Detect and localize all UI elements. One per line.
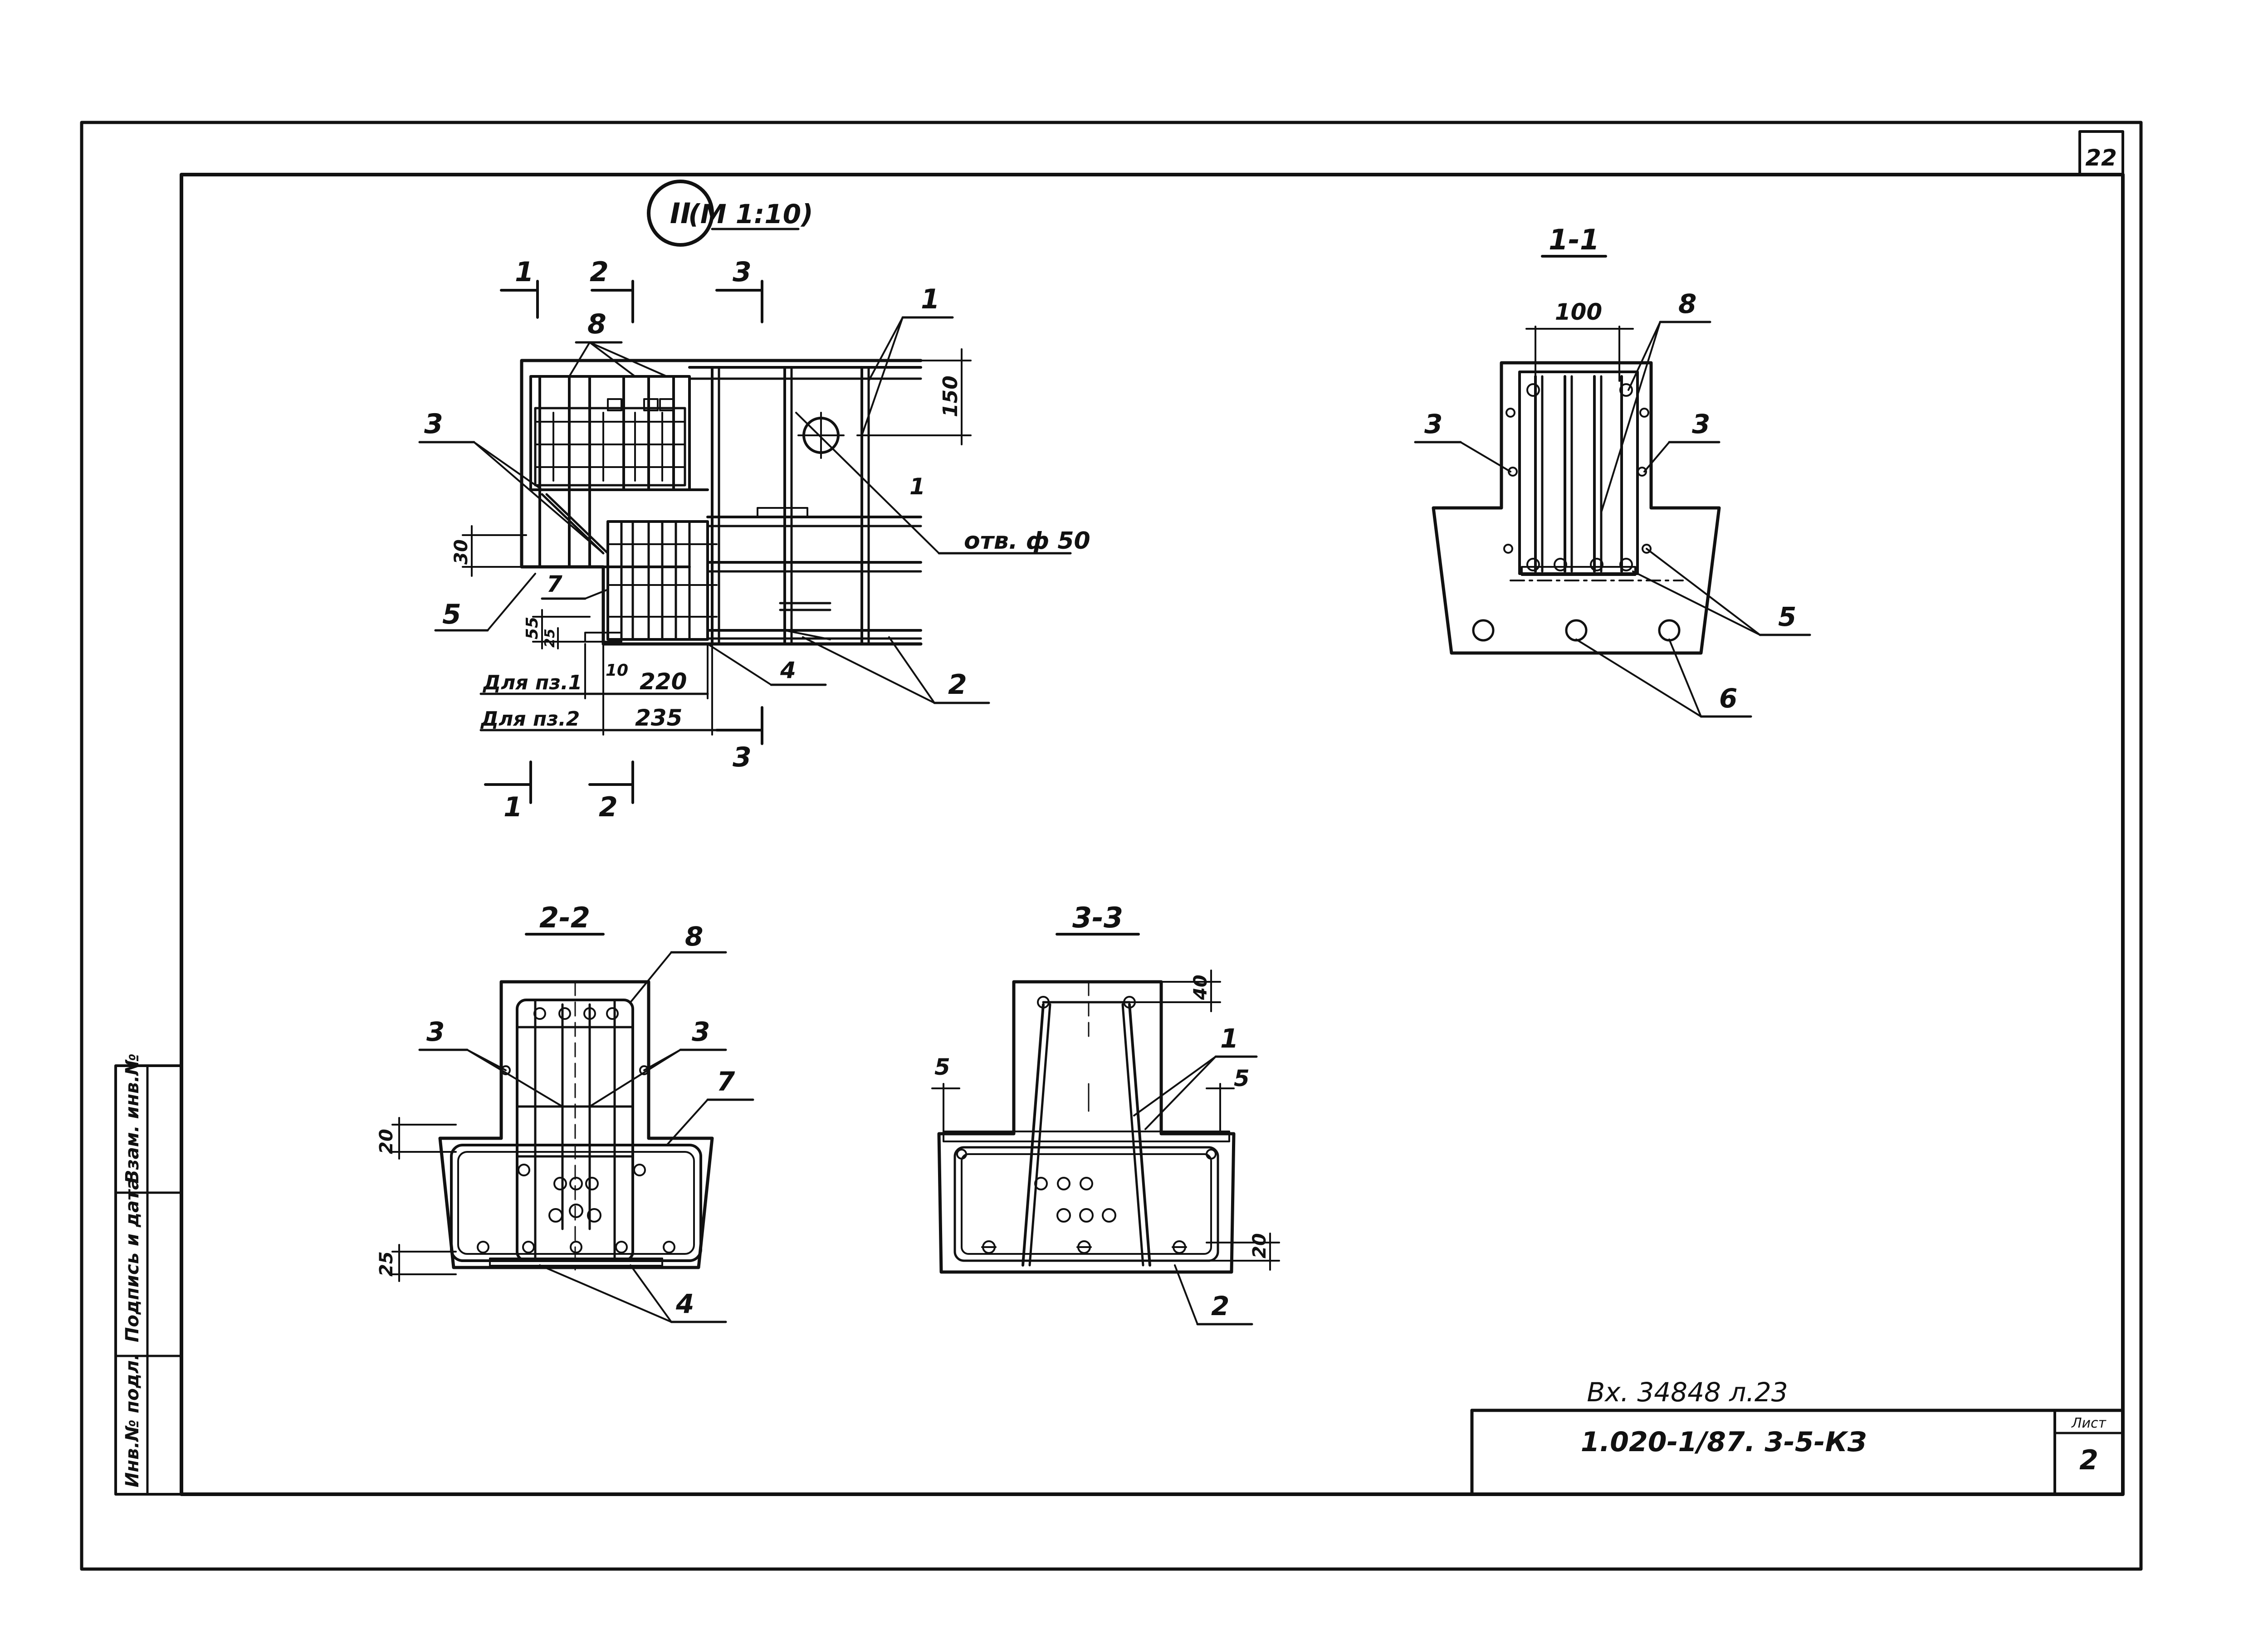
main-view: II (М 1:10) 1 2 3: [418, 180, 1090, 823]
sheet-number-box: 22: [2078, 130, 2124, 176]
callout-8: 8: [587, 308, 606, 340]
dim-235-text: 235: [635, 705, 682, 731]
dim-55-text: 55: [523, 617, 542, 639]
node-circle: [647, 180, 714, 247]
doc-code: 1.020-1/87. 3-5-КЗ: [1581, 1426, 1867, 1458]
callout-2: 2: [948, 669, 967, 701]
sec1-callout-6: 6: [1719, 683, 1737, 714]
dim-30: 30: [451, 525, 527, 577]
sec3-callout-5-left: 5: [934, 1054, 950, 1080]
dim-25-text: 25: [542, 629, 558, 648]
sec3-dim-40: 40: [1190, 975, 1211, 1000]
sheet-frame: [80, 121, 2143, 1571]
section-1-1-title: 1-1: [1549, 223, 1599, 256]
sec2-callout-8: 8: [685, 921, 703, 952]
callout-5: 5: [442, 599, 461, 630]
dim-220-text: 220: [640, 668, 687, 695]
hole-symbol: отв. ф 50: [795, 412, 1090, 555]
bottom-dimensions: Для пз.1 10 220 Для пз.2 235: [479, 643, 723, 736]
sheet-number-top: 22: [2085, 145, 2117, 171]
title-block: Вх. 34848 л.23 1.020-1/87. 3-5-КЗ Лист 2: [1470, 1377, 2125, 1496]
for-pz1: Для пз.1: [482, 671, 582, 694]
section-3-3: 3-3 40 1: [931, 901, 1280, 1326]
callout-3-main: 3: [418, 408, 604, 554]
section-2-2-title: 2-2: [539, 901, 590, 934]
for-pz2: Для пз.2: [480, 707, 580, 731]
section-mark-3-top: 3: [733, 256, 752, 288]
node-scale: (М 1:10): [688, 199, 813, 229]
side-stamp: Взам. инв.№ Подпись и дата Инв.№ подл.: [114, 1053, 183, 1496]
sec3-callout-1: 1: [1220, 1023, 1238, 1054]
callout-1: 1: [921, 283, 940, 315]
callout-8-main: 8: [568, 308, 668, 377]
inv-no-label: Инв.№ подл.: [122, 1353, 143, 1487]
section-2-2: 2-2 8: [376, 901, 754, 1323]
dim-10-text: 10: [606, 661, 628, 680]
left-cage: [529, 375, 709, 568]
sec1-callout-3-left: 3: [1424, 409, 1442, 439]
sec1-callout-3-right: 3: [1692, 409, 1710, 439]
sec1-callout-8: 8: [1678, 288, 1696, 319]
lower-cage: [584, 520, 718, 643]
callout-3: 3: [424, 408, 443, 440]
dim-150: 150: [856, 348, 972, 445]
callout-1b: 1: [909, 473, 925, 500]
sec3-callout-5-right: 5: [1234, 1065, 1250, 1092]
list-label: Лист: [2071, 1415, 2107, 1431]
sec1-callout-5: 5: [1778, 601, 1796, 632]
sec3-dim-20: 20: [1249, 1233, 1270, 1258]
sec2-callout-3-right: 3: [692, 1016, 710, 1047]
dim-30-text: 30: [451, 539, 472, 565]
section-marks-bottom: 3 1 2: [484, 706, 763, 823]
section-mark-2-top: 2: [590, 256, 609, 288]
sign-date-label: Подпись и дата: [122, 1178, 143, 1342]
right-bars: [688, 366, 922, 645]
sec2-dim-25: 25: [376, 1251, 397, 1277]
callout-4-main: 4: [707, 643, 827, 686]
section-mark-1-top: 1: [515, 256, 534, 288]
callout-1-main: 1 1: [861, 283, 954, 500]
sec3-callout-2: 2: [1211, 1291, 1229, 1321]
section-marks-top: 1 2 3: [500, 256, 763, 323]
archive-number: Вх. 34848 л.23: [1587, 1377, 1788, 1408]
hole-label: отв. ф 50: [964, 527, 1090, 555]
section-mark-1-bottom: 1: [503, 791, 523, 823]
sec2-callout-4: 4: [675, 1288, 694, 1319]
callout-5-7-main: 5 7: [434, 571, 609, 632]
callout-4: 4: [780, 657, 796, 683]
section-mark-3-bottom: 3: [733, 741, 752, 773]
node-mark: II: [670, 197, 691, 230]
replace-inv-label: Взам. инв.№: [122, 1053, 143, 1184]
sec2-callout-7: 7: [717, 1066, 735, 1097]
callout-7: 7: [547, 571, 562, 597]
dims-55-25: 55 25: [523, 609, 591, 649]
section-mark-2-bottom: 2: [599, 791, 618, 823]
sec2-dim-20: 20: [376, 1129, 397, 1154]
list-number: 2: [2079, 1444, 2098, 1476]
sec1-dim-100: 100: [1555, 299, 1602, 325]
dim-150-text: 150: [939, 375, 962, 417]
callout-2-main: 2: [802, 636, 990, 704]
section-1-1: 1-1 100 8: [1414, 223, 1811, 718]
sec2-callout-3-left: 3: [426, 1016, 445, 1047]
section-3-3-title: 3-3: [1072, 901, 1123, 934]
